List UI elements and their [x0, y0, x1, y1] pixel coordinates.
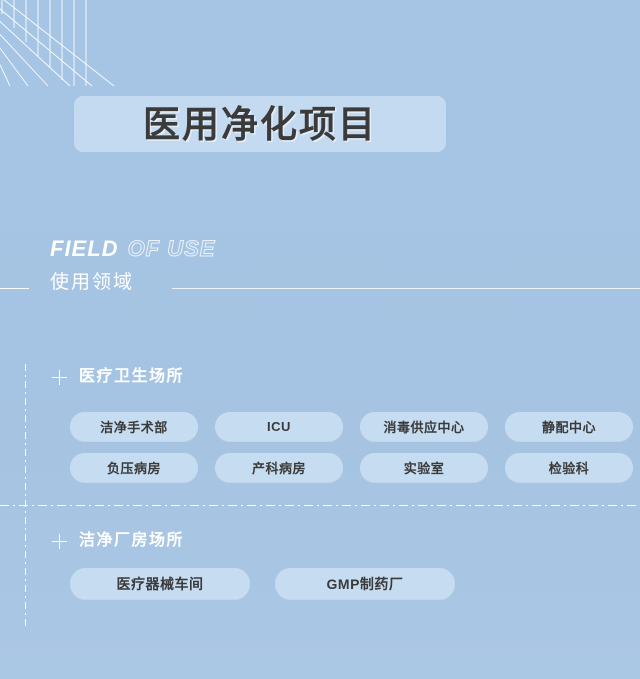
section-eyebrow-outline: OF USE: [127, 236, 216, 261]
section-eyebrow: FIELD OF USE: [50, 236, 216, 264]
plus-icon: [52, 533, 67, 549]
vertical-dash-divider: [25, 364, 26, 626]
section-rule-left: [0, 288, 29, 289]
tag-item[interactable]: 医疗器械车间: [70, 568, 250, 599]
category-label: 医疗卫生场所: [79, 368, 185, 385]
tag-item[interactable]: 产科病房: [215, 453, 343, 482]
section-eyebrow-solid: FIELD: [50, 236, 119, 261]
tag-item[interactable]: 洁净手术部: [70, 412, 198, 441]
tag-item[interactable]: GMP制药厂: [275, 568, 455, 599]
tag-item[interactable]: 实验室: [360, 453, 488, 482]
category-header-cleanroom: 洁净厂房场所: [52, 533, 184, 549]
tag-item[interactable]: ICU: [215, 412, 343, 441]
tag-item[interactable]: 消毒供应中心: [360, 412, 488, 441]
page-title-box: 医用净化项目: [74, 96, 446, 152]
category-header-medical: 医疗卫生场所: [52, 369, 184, 385]
tag-item[interactable]: 检验科: [505, 453, 633, 482]
section-heading: 使用领域: [50, 272, 135, 293]
tag-grid-cleanroom: 医疗器械车间 GMP制药厂: [70, 568, 455, 599]
tag-item[interactable]: 负压病房: [70, 453, 198, 482]
tag-item[interactable]: 静配中心: [505, 412, 633, 441]
category-label: 洁净厂房场所: [79, 532, 185, 549]
plus-icon: [52, 369, 67, 385]
page-title: 医用净化项目: [143, 103, 377, 145]
horizontal-dash-divider: [0, 505, 640, 506]
tag-grid-medical: 洁净手术部 ICU 消毒供应中心 静配中心 负压病房 产科病房 实验室 检验科: [70, 412, 640, 482]
section-rule-right: [172, 288, 640, 289]
perspective-grid-decoration: [0, 0, 115, 87]
